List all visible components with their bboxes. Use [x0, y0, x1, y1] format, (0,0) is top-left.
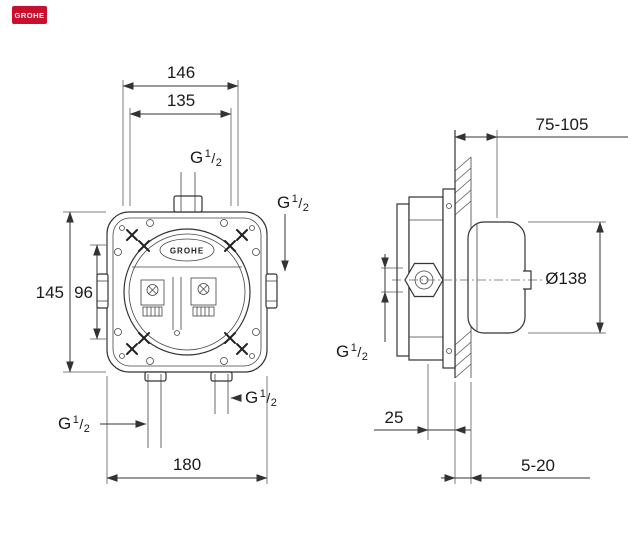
- dim-port-spacing: 96: [74, 244, 106, 340]
- corner-adjuster-marks: [126, 229, 248, 355]
- cover-profile: [467, 221, 532, 334]
- dim-flange-width: 135: [129, 91, 232, 206]
- mixer-housing-circle: [123, 228, 251, 356]
- wall-hatching: [454, 156, 472, 379]
- box-inner-wall: [112, 217, 262, 367]
- front-view: GROHE: [96, 195, 278, 382]
- brand-oval: [159, 238, 215, 262]
- dim-bottom-width: 180: [106, 376, 268, 484]
- dim-bottom-width-label: 180: [173, 455, 201, 474]
- mounting-holes: [114, 219, 260, 365]
- dim-rail-offset: 25: [374, 364, 471, 440]
- dim-install-depth: 75-105: [454, 115, 628, 218]
- grohe-logo-badge: GROHE: [12, 6, 47, 24]
- grohe-logo-text: GROHE: [14, 10, 45, 20]
- port-top: [173, 195, 203, 213]
- port-right: [265, 273, 278, 309]
- box-front-flange: [442, 188, 456, 369]
- dim-finish-thickness-label: 5-20: [521, 456, 555, 475]
- rough-in-box-profile: [396, 188, 456, 369]
- valve-internals: [140, 277, 217, 336]
- dim-install-depth-label: 75-105: [536, 115, 589, 134]
- dim-height-label: 145: [36, 283, 64, 302]
- dim-height: 145: [36, 211, 106, 373]
- dim-top-width: 146: [122, 63, 239, 206]
- mixer-housing-inner-circle: [128, 233, 246, 351]
- protection-cover: [467, 221, 526, 334]
- dim-port-spacing-label: 96: [74, 283, 93, 302]
- port-left: [96, 273, 109, 309]
- dim-rail-offset-label: 25: [385, 408, 404, 427]
- dim-cover-diameter-label: Ø138: [545, 269, 587, 288]
- brand-text: GROHE: [170, 247, 204, 256]
- dim-top-width-label: 146: [167, 63, 195, 82]
- port-bottom-right: [210, 371, 233, 382]
- dim-finish-thickness: 5-20: [441, 382, 590, 484]
- dim-cover-diameter: Ø138: [528, 221, 606, 334]
- side-view: [392, 130, 543, 379]
- dim-flange-width-label: 135: [167, 91, 195, 110]
